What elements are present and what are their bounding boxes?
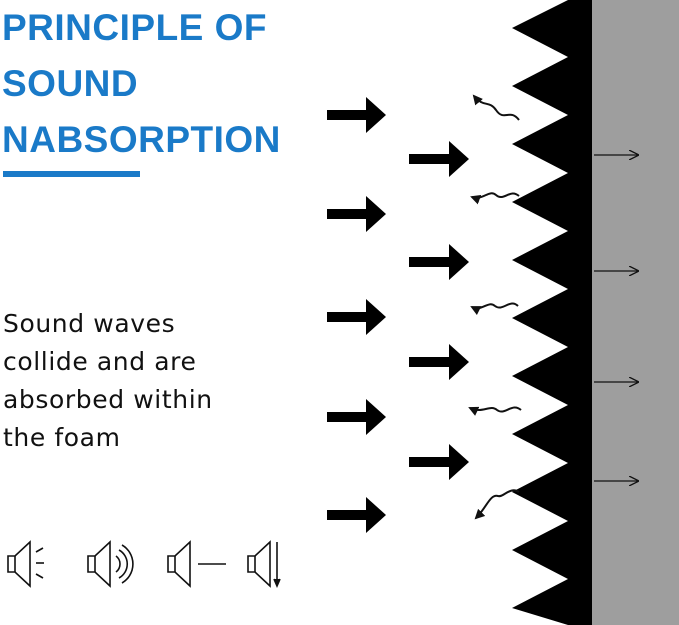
reflected-wavy-arrows xyxy=(468,94,522,520)
title-line-2: SOUND xyxy=(2,63,139,104)
title-line-3: NABSORPTION xyxy=(2,119,281,160)
speaker-down-arrow-icon xyxy=(247,540,281,589)
wall xyxy=(592,0,679,625)
incident-arrows-outer xyxy=(327,97,386,533)
incident-arrows-inner xyxy=(409,141,469,480)
diagram-title: PRINCIPLE OF SOUND NABSORPTION xyxy=(2,0,281,168)
speaker-line-icon xyxy=(167,540,226,588)
description-line-1: Sound waves xyxy=(3,309,176,338)
description-line-4: the foam xyxy=(3,423,121,452)
speaker-echo-icon xyxy=(87,540,134,588)
speaker-waves-icon xyxy=(7,540,44,588)
foam-spikes xyxy=(512,0,592,625)
description-line-3: absorbed within xyxy=(3,385,213,414)
description-text: Sound waves collide and are absorbed wit… xyxy=(3,305,213,457)
title-line-1: PRINCIPLE OF xyxy=(2,7,268,48)
title-underline xyxy=(3,171,140,177)
description-line-2: collide and are xyxy=(3,347,197,376)
transmitted-arrows xyxy=(594,155,638,481)
